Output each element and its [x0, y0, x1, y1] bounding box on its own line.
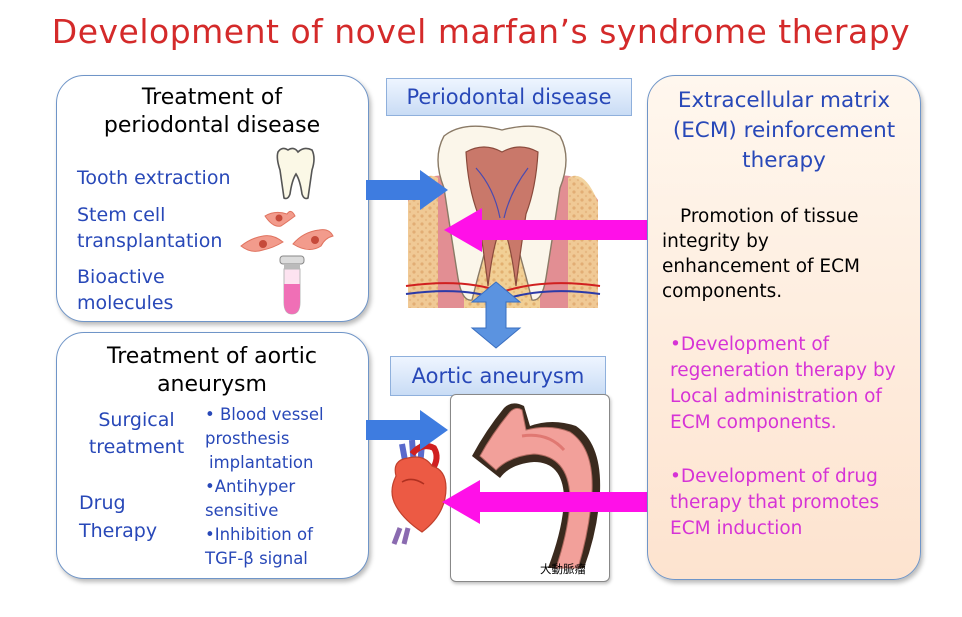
- aortic-aneurysm-label: Aortic aneurysm: [390, 356, 606, 396]
- drug-detail-3: •Inhibition of: [205, 525, 313, 544]
- extracted-tooth-icon: [276, 147, 315, 200]
- linkage-double-arrow: [470, 281, 522, 349]
- ecm-to-aortic-arrow: [442, 480, 648, 524]
- aortic-treatment-panel: Treatment of aortic aneurysm Surgical tr…: [56, 332, 369, 579]
- periodontal-treatment-arrow: [366, 170, 448, 210]
- periodontal-treatment-panel: Treatment of periodontal disease Tooth e…: [56, 75, 369, 322]
- ecm-panel-description: Promotion of tissue integrity by enhance…: [662, 206, 860, 302]
- stem-cells-icon: [240, 210, 334, 252]
- surgical-detail-1: • Blood vessel: [205, 405, 324, 424]
- periodontal-disease-label: Periodontal disease: [386, 78, 632, 116]
- surgical-detail-2: prosthesis: [205, 429, 290, 448]
- test-tube-icon: [279, 255, 305, 315]
- periodontal-panel-title: Treatment of periodontal disease: [103, 85, 321, 138]
- aortic-aneurysm-illustration: [472, 403, 601, 569]
- tooth-extraction-item: Tooth extraction: [77, 167, 231, 189]
- aortic-panel-title: Treatment of aortic aneurysm: [107, 344, 317, 397]
- bioactive-molecules-item: Bioactive molecules: [77, 266, 174, 314]
- drug-detail-4: TGF-β signal: [205, 549, 308, 568]
- page-title: Development of novel marfan’s syndrome t…: [51, 12, 911, 51]
- stem-cell-item: Stem cell transplantation: [77, 204, 223, 252]
- drug-therapy-label: Drug Therapy: [79, 492, 158, 542]
- ecm-point-drug-therapy: •Development of drug therapy that promot…: [670, 466, 880, 539]
- surgical-treatment-label: Surgical treatment: [88, 409, 185, 458]
- ecm-point-regeneration: •Development of regeneration therapy by …: [670, 334, 896, 433]
- drug-detail-2: sensitive: [205, 501, 279, 520]
- ecm-to-periodontal-arrow: [444, 208, 648, 252]
- surgical-detail-3: implantation: [209, 453, 314, 472]
- aorta-image-caption: 大動脈瘤: [540, 562, 586, 576]
- aortic-treatment-arrow: [366, 410, 448, 450]
- ecm-therapy-panel: Extracellular matrix (ECM) reinforcement…: [647, 75, 921, 580]
- ecm-panel-title: Extracellular matrix (ECM) reinforcement…: [672, 88, 896, 173]
- drug-detail-1: •Antihyper: [205, 477, 296, 496]
